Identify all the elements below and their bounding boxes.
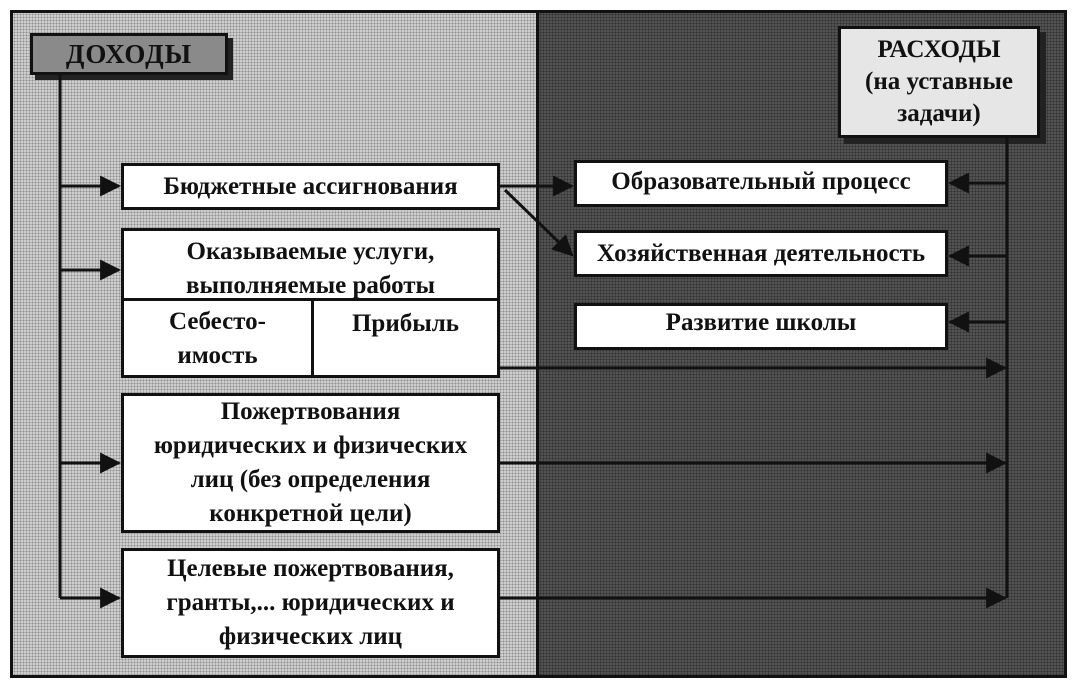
services-box: Оказываемые услуги, выполняемые работы [121, 228, 500, 378]
targeted-line-2: гранты,... юридических и [166, 589, 455, 616]
donations-line-1: Пожертвования [220, 398, 401, 425]
donations-line-4: конкретной цели) [209, 500, 412, 527]
cost-cell: Себесто- имость [124, 301, 311, 375]
services-line-2: выполняемые работы [185, 272, 436, 299]
cost-line-2: имость [177, 342, 258, 369]
services-divider-h [121, 298, 500, 301]
services-line-1: Оказываемые услуги, [186, 238, 435, 265]
income-title: ДОХОДЫ [30, 33, 228, 75]
donations-line-3: лиц (без определения [190, 466, 431, 493]
education-label: Образовательный процесс [611, 168, 911, 195]
expense-title-line-1: РАСХОДЫ [877, 36, 1001, 63]
expense-title-line-3: задачи) [897, 100, 981, 127]
school-development-box: Развитие школы [574, 303, 948, 350]
school-development-label: Развитие школы [665, 309, 857, 336]
education-box: Образовательный процесс [574, 160, 948, 207]
cost-line-1: Себесто- [169, 308, 266, 335]
donations-line-2: юридических и физических [153, 432, 468, 459]
expense-title: РАСХОДЫ (на уставные задачи) [838, 26, 1040, 138]
expense-title-line-2: (на уставные [865, 68, 1013, 95]
economic-activity-label: Хозяйственная деятельность [596, 239, 926, 267]
services-divider-v [311, 298, 314, 378]
targeted-line-3: физических лиц [218, 623, 403, 650]
targeted-donations-box: Целевые пожертвования, гранты,... юридич… [121, 548, 500, 658]
targeted-line-1: Целевые пожертвования, [167, 555, 454, 582]
budget-to-economic-arrow [503, 188, 574, 257]
budget-allocations-box: Бюджетные ассигнования [121, 163, 500, 210]
budget-allocations-label: Бюджетные ассигнования [163, 172, 458, 200]
profit-label: Прибыль [351, 310, 460, 337]
economic-activity-box: Хозяйственная деятельность [574, 230, 948, 277]
profit-cell: Прибыль [314, 301, 497, 375]
income-title-text: ДОХОДЫ [65, 38, 193, 69]
donations-box: Пожертвования юридических и физических л… [121, 393, 500, 533]
